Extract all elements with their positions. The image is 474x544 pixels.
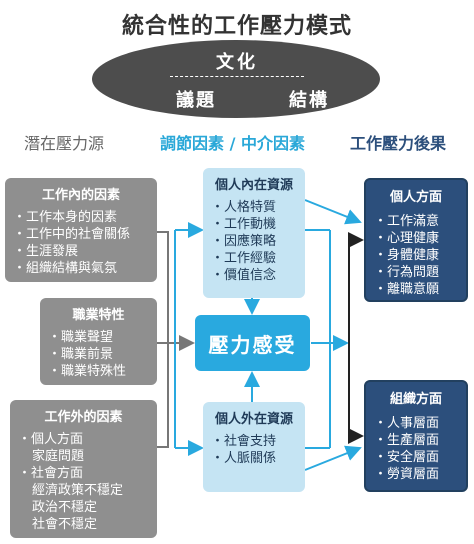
box-individual-outcomes: 個人方面 工作滿意 心理健康 身體健康 行為問題 離職意願 bbox=[364, 178, 468, 302]
box-outside-work-list: 個人方面 家庭問題 社會方面 經濟政策不穩定 政治不穩定 社會不穩定 bbox=[18, 431, 149, 533]
box-organization-outcomes-list: 人事層面 生產層面 安全層面 勞資層面 bbox=[374, 415, 458, 483]
culture-label: 文化 bbox=[216, 52, 258, 73]
culture-issues: 議題 bbox=[176, 90, 216, 111]
list-item: 職業特殊性 bbox=[48, 363, 149, 380]
box-internal-resources: 個人內在資源 人格特質 工作動機 因應策略 工作經驗 價值信念 bbox=[203, 168, 305, 298]
list-item: 生產層面 bbox=[374, 432, 458, 449]
stress-perception-box: 壓力感受 bbox=[195, 315, 310, 371]
list-item: 工作中的社會關係 bbox=[13, 226, 149, 243]
list-item: 社會不穩定 bbox=[32, 517, 98, 532]
box-inside-work: 工作內的因素 工作本身的因素 工作中的社會關係 生涯發展 組織結構與氣氛 bbox=[5, 178, 157, 282]
list-item: 個人方面 bbox=[18, 431, 149, 448]
list-item: 組織結構與氣氛 bbox=[13, 260, 149, 277]
culture-structure: 結構 bbox=[289, 90, 329, 111]
list-item: 人事層面 bbox=[374, 415, 458, 432]
sources-bracket bbox=[157, 231, 169, 448]
box-occupation-heading: 職業特性 bbox=[72, 308, 125, 323]
list-item: 社會方面 bbox=[18, 465, 149, 482]
list-item: 身體健康 bbox=[374, 247, 458, 264]
list-item: 行為問題 bbox=[374, 264, 458, 281]
list-item: 職業前景 bbox=[48, 346, 149, 363]
list-item: 家庭問題 bbox=[32, 449, 85, 464]
list-item: 人格特質 bbox=[211, 199, 297, 216]
box-external-resources: 個人外在資源 社會支持 人脈關係 bbox=[203, 402, 305, 492]
list-item: 人脈關係 bbox=[211, 450, 297, 467]
list-item: 心理健康 bbox=[374, 230, 458, 247]
list-item: 工作經驗 bbox=[211, 250, 297, 267]
box-individual-outcomes-list: 工作滿意 心理健康 身體健康 行為問題 離職意願 bbox=[374, 213, 458, 298]
box-occupation: 職業特性 職業聲望 職業前景 職業特殊性 bbox=[40, 298, 157, 385]
box-outside-work-heading: 工作外的因素 bbox=[44, 410, 123, 425]
column-heading-outcomes: 工作壓力後果 bbox=[350, 134, 447, 153]
internal-to-individual-arrow bbox=[304, 199, 362, 225]
external-to-organization-arrow bbox=[304, 445, 362, 471]
list-item: 安全層面 bbox=[374, 449, 458, 466]
list-item: 職業聲望 bbox=[48, 329, 149, 346]
box-individual-outcomes-heading: 個人方面 bbox=[389, 190, 442, 205]
box-external-resources-heading: 個人外在資源 bbox=[214, 412, 293, 427]
list-item: 經濟政策不穩定 bbox=[32, 483, 124, 498]
box-inside-work-heading: 工作內的因素 bbox=[41, 188, 120, 203]
column-heading-sources: 潛在壓力源 bbox=[24, 134, 105, 153]
list-item: 價值信念 bbox=[211, 267, 297, 284]
diagram-title: 統合性的工作壓力模式 bbox=[121, 14, 352, 39]
box-internal-resources-heading: 個人內在資源 bbox=[214, 178, 293, 193]
list-item: 工作本身的因素 bbox=[13, 209, 149, 226]
list-item: 工作滿意 bbox=[374, 213, 458, 230]
box-inside-work-list: 工作本身的因素 工作中的社會關係 生涯發展 組織結構與氣氛 bbox=[13, 209, 149, 277]
box-organization-outcomes: 組織方面 人事層面 生產層面 安全層面 勞資層面 bbox=[364, 380, 468, 492]
culture-ellipse bbox=[92, 40, 380, 118]
box-organization-outcomes-heading: 組織方面 bbox=[389, 392, 442, 407]
box-occupation-list: 職業聲望 職業前景 職業特殊性 bbox=[48, 329, 149, 380]
column-heading-moderators: 調節因素 / 中介因素 bbox=[160, 134, 305, 153]
list-item: 工作動機 bbox=[211, 216, 297, 233]
list-item: 生涯發展 bbox=[13, 243, 149, 260]
box-external-resources-list: 社會支持 人脈關係 bbox=[211, 433, 297, 467]
list-item: 離職意願 bbox=[374, 281, 458, 298]
list-item: 勞資層面 bbox=[374, 466, 458, 483]
box-internal-resources-list: 人格特質 工作動機 因應策略 工作經驗 價值信念 bbox=[211, 199, 297, 284]
list-item: 社會支持 bbox=[211, 433, 297, 450]
list-item: 因應策略 bbox=[211, 233, 297, 250]
box-outside-work: 工作外的因素 個人方面 家庭問題 社會方面 經濟政策不穩定 政治不穩定 社會不穩… bbox=[10, 400, 157, 538]
list-item: 政治不穩定 bbox=[32, 500, 98, 515]
culture-divider bbox=[170, 76, 304, 77]
